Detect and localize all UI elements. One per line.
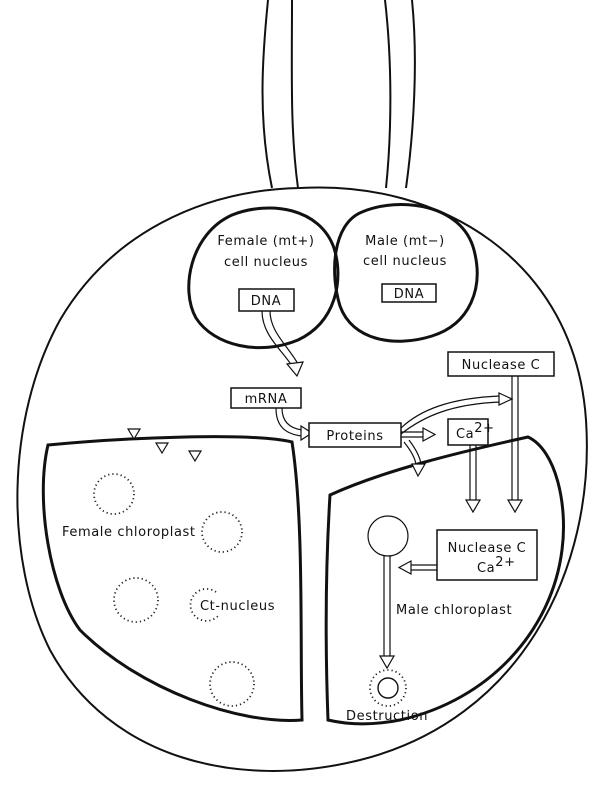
- nuclease-top-label: Nuclease C: [462, 358, 541, 373]
- marker-triangle-3: [189, 451, 201, 461]
- flagellum-3: [385, 0, 390, 188]
- female-chloroplast-disc-1: [94, 474, 134, 514]
- female-dna-label: DNA: [251, 294, 281, 309]
- female-chloroplast-disc-3: [114, 578, 158, 622]
- flagella: [263, 0, 415, 188]
- male-chloroplast-label: Male chloroplast: [396, 603, 512, 618]
- male-nucleus: Male (mt−) cell nucleus DNA: [335, 204, 478, 341]
- female-nucleus-label-line1: Female (mt+): [217, 234, 314, 249]
- proteins-label: Proteins: [326, 429, 383, 444]
- female-chloroplast-disc-4: [210, 662, 254, 706]
- flagellum-1: [263, 0, 273, 188]
- destruction-label: Destruction: [346, 709, 428, 724]
- destruction-icon: [370, 670, 406, 706]
- female-chloroplast-label: Female chloroplast: [62, 525, 196, 540]
- male-nucleus-outline: [335, 204, 478, 341]
- ct-nucleus-label: Ct-nucleus: [200, 599, 275, 614]
- female-chloroplast-outline: [43, 437, 302, 721]
- female-nucleus-label-line2: cell nucleus: [224, 255, 308, 270]
- mrna-label: mRNA: [245, 392, 288, 407]
- marker-triangle-2: [156, 443, 168, 453]
- male-dna-label: DNA: [394, 287, 424, 302]
- male-chloroplast-disc: [368, 516, 408, 556]
- female-nucleus-outline: [189, 208, 338, 348]
- flagellum-2: [292, 0, 298, 188]
- nuclease-ca-line1: Nuclease C: [448, 541, 527, 556]
- female-nucleus: Female (mt+) cell nucleus DNA: [189, 208, 338, 348]
- female-chloroplast-disc-2: [202, 512, 242, 552]
- flagellum-4: [406, 0, 415, 188]
- female-chloroplast-compartment: Female chloroplast Ct-nucleus: [43, 437, 302, 721]
- male-nucleus-label-line2: cell nucleus: [363, 254, 447, 269]
- male-nucleus-label-line1: Male (mt−): [365, 234, 445, 249]
